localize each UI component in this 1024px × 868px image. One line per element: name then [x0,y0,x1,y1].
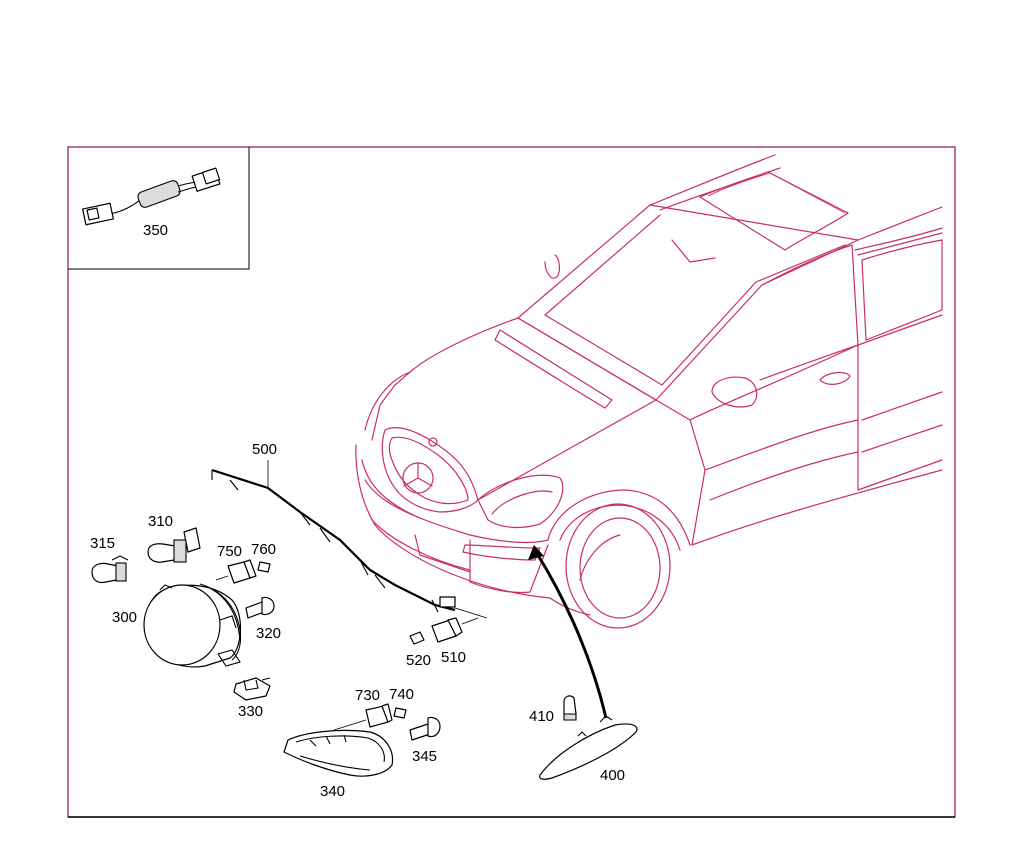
bulb-310 [147,527,201,563]
part-number-310: 310 [148,513,173,530]
part-number-340: 340 [320,783,345,800]
part-number-510: 510 [441,649,466,666]
location-arrow [528,545,608,719]
part-number-300: 300 [112,609,137,626]
part-number-400: 400 [600,767,625,784]
connector-730 [333,703,393,731]
part-number-500: 500 [252,441,277,458]
clip-330 [233,677,271,701]
cable-adapter-350 [82,167,221,226]
bulb-315 [91,555,129,584]
screw-320 [245,596,275,619]
wiring-harness-500 [211,460,488,619]
part-number-730: 730 [355,687,380,704]
part-number-315: 315 [90,535,115,552]
part-number-345: 345 [412,748,437,765]
connector-750 [215,559,257,584]
diagram-frame [67,146,956,818]
part-number-740: 740 [389,686,414,703]
fog-lamp-300 [143,583,242,668]
part-number-750: 750 [217,543,242,560]
inset-box [68,147,250,270]
part-number-520: 520 [406,652,431,669]
part-number-760: 760 [251,541,276,558]
connector-510 [431,617,479,643]
pin-740 [393,707,407,719]
vehicle-outline [355,154,943,629]
part-number-320: 320 [256,625,281,642]
bulb-410 [563,695,577,721]
part-number-350: 350 [143,222,168,239]
pin-520 [409,631,425,645]
pin-760 [257,561,271,573]
part-number-410: 410 [529,708,554,725]
turn-signal-lamp-340 [283,729,394,777]
screw-345 [409,716,441,741]
part-number-330: 330 [238,703,263,720]
